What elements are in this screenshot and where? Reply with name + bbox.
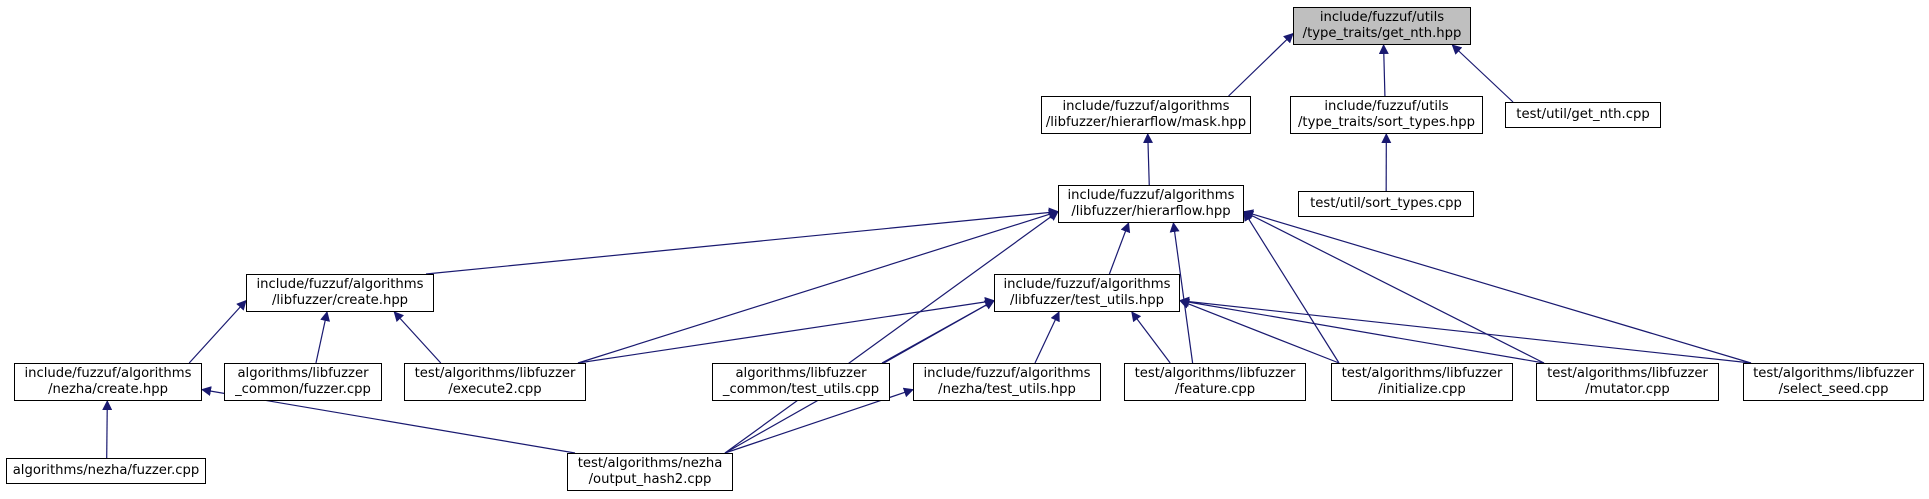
node-label-line: include/fuzzuf/utils: [1319, 10, 1445, 25]
node-hierarflow-hpp[interactable]: include/fuzzuf/algorithms/libfuzzer/hier…: [1058, 185, 1244, 223]
node-label-line: /mutator.cpp: [1585, 382, 1670, 397]
edge-select-seed-cpp-to-hierarflow-hpp: [1243, 209, 1752, 364]
node-label-line: algorithms/libfuzzer: [237, 366, 369, 381]
edge-feature-cpp-to-hierarflow-hpp: [1169, 222, 1194, 364]
edge-hierarflow-hpp-to-mask-hpp: [1143, 133, 1154, 186]
edge-nezha-create-hpp-to-create-hpp: [188, 299, 247, 364]
node-label-line: test/algorithms/libfuzzer: [1547, 366, 1708, 381]
node-nezha-create-hpp[interactable]: include/fuzzuf/algorithms/nezha/create.h…: [14, 363, 202, 401]
node-label-line: include/fuzzuf/algorithms: [24, 366, 192, 381]
node-label-line: _common/test_utils.cpp: [722, 382, 880, 397]
edge-nezha-fuzzer-cpp-to-nezha-create-hpp: [102, 400, 113, 459]
node-create-hpp[interactable]: include/fuzzuf/algorithms/libfuzzer/crea…: [246, 274, 434, 312]
edge-execute2-cpp-to-hierarflow-hpp: [577, 209, 1059, 364]
edge-feature-cpp-to-test-utils-hpp: [1131, 311, 1171, 364]
node-label-line: test/algorithms/libfuzzer: [1753, 366, 1914, 381]
node-label-line: /nezha/test_utils.hpp: [938, 382, 1076, 397]
node-mutator-cpp[interactable]: test/algorithms/libfuzzer/mutator.cpp: [1536, 363, 1719, 401]
edge-initialize-cpp-to-hierarflow-hpp: [1243, 210, 1340, 364]
node-initialize-cpp[interactable]: test/algorithms/libfuzzer/initialize.cpp: [1331, 363, 1513, 401]
node-label-line: /select_seed.cpp: [1778, 382, 1889, 397]
node-get-nth-cpp[interactable]: test/util/get_nth.cpp: [1505, 102, 1661, 128]
node-label-line: include/fuzzuf/algorithms: [1003, 277, 1171, 292]
node-nezha-test-utils-hpp[interactable]: include/fuzzuf/algorithms/nezha/test_uti…: [913, 363, 1101, 401]
node-label-line: include/fuzzuf/algorithms: [923, 366, 1091, 381]
node-output-hash2-cpp[interactable]: test/algorithms/nezha/output_hash2.cpp: [567, 453, 733, 491]
edge-select-seed-cpp-to-test-utils-hpp: [1179, 296, 1752, 364]
edge-mutator-cpp-to-test-utils-hpp: [1179, 297, 1545, 364]
edge-common-fuzzer-cpp-to-create-hpp: [315, 311, 331, 364]
edge-execute2-cpp-to-test-utils-hpp: [577, 296, 995, 364]
node-label-line: test/algorithms/nezha: [577, 456, 723, 471]
node-label-line: /libfuzzer/hierarflow/mask.hpp: [1045, 115, 1247, 130]
edge-create-hpp-to-hierarflow-hpp: [425, 207, 1059, 275]
node-label-line: /nezha/create.hpp: [48, 382, 168, 397]
node-label-line: include/fuzzuf/utils: [1324, 99, 1449, 114]
edge-mask-hpp-to-get-nth-hpp: [1228, 32, 1294, 97]
edge-get-nth-cpp-to-get-nth-hpp: [1451, 44, 1514, 103]
node-label-line: include/fuzzuf/algorithms: [1062, 99, 1230, 114]
node-label-line: test/util/get_nth.cpp: [1516, 107, 1650, 122]
edge-sort-types-hpp-to-get-nth-hpp: [1378, 44, 1389, 97]
node-label-line: /libfuzzer/create.hpp: [271, 293, 409, 308]
node-sort-types-hpp[interactable]: include/fuzzuf/utils/type_traits/sort_ty…: [1290, 96, 1483, 134]
node-label-line: /type_traits/sort_types.hpp: [1297, 115, 1476, 130]
node-label-line: /feature.cpp: [1174, 382, 1256, 397]
edge-mutator-cpp-to-hierarflow-hpp: [1243, 211, 1545, 364]
edge-execute2-cpp-to-create-hpp: [393, 311, 442, 364]
node-label-line: test/algorithms/libfuzzer: [1341, 366, 1503, 381]
node-label-line: /initialize.cpp: [1378, 382, 1466, 397]
node-label-line: algorithms/libfuzzer: [735, 366, 867, 381]
node-label-line: test/algorithms/libfuzzer: [414, 366, 576, 381]
node-test-utils-hpp[interactable]: include/fuzzuf/algorithms/libfuzzer/test…: [994, 274, 1180, 312]
edge-initialize-cpp-to-test-utils-hpp: [1179, 299, 1340, 364]
node-execute2-cpp[interactable]: test/algorithms/libfuzzer/execute2.cpp: [404, 363, 586, 401]
node-label-line: include/fuzzuf/algorithms: [256, 277, 424, 292]
node-label-line: /execute2.cpp: [448, 382, 542, 397]
node-select-seed-cpp[interactable]: test/algorithms/libfuzzer/select_seed.cp…: [1743, 363, 1924, 401]
edge-output-hash2-cpp-to-hierarflow-hpp: [724, 211, 1059, 454]
node-label-line: _common/fuzzer.cpp: [235, 382, 371, 397]
node-nezha-fuzzer-cpp[interactable]: algorithms/nezha/fuzzer.cpp: [6, 458, 206, 484]
node-label-line: algorithms/nezha/fuzzer.cpp: [12, 463, 200, 478]
node-get-nth-hpp: include/fuzzuf/utils/type_traits/get_nth…: [1293, 7, 1471, 45]
edge-test-utils-hpp-to-hierarflow-hpp: [1108, 222, 1131, 275]
node-common-test-utils-cpp[interactable]: algorithms/libfuzzer_common/test_utils.c…: [712, 363, 890, 401]
node-common-fuzzer-cpp[interactable]: algorithms/libfuzzer_common/fuzzer.cpp: [224, 363, 382, 401]
node-sort-types-cpp[interactable]: test/util/sort_types.cpp: [1298, 191, 1474, 217]
node-label-line: /output_hash2.cpp: [588, 472, 712, 487]
node-mask-hpp[interactable]: include/fuzzuf/algorithms/libfuzzer/hier…: [1041, 96, 1251, 134]
node-label-line: test/algorithms/libfuzzer: [1134, 366, 1296, 381]
node-label-line: include/fuzzuf/algorithms: [1067, 188, 1235, 203]
node-label-line: /type_traits/get_nth.hpp: [1302, 26, 1462, 41]
node-label-line: /libfuzzer/test_utils.hpp: [1010, 293, 1164, 308]
node-feature-cpp[interactable]: test/algorithms/libfuzzer/feature.cpp: [1124, 363, 1306, 401]
edge-nezha-test-utils-hpp-to-test-utils-hpp: [1034, 311, 1060, 364]
node-label-line: test/util/sort_types.cpp: [1310, 196, 1462, 211]
node-label-line: /libfuzzer/hierarflow.hpp: [1071, 204, 1231, 219]
